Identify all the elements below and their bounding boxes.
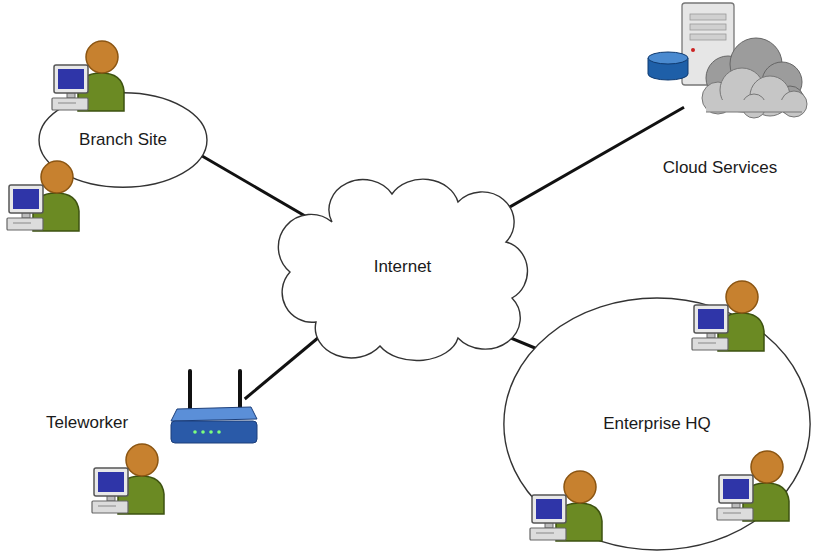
node-label: Internet <box>374 257 432 277</box>
person-icon <box>528 465 608 545</box>
network-link <box>496 107 684 215</box>
node-label: Cloud Services <box>663 158 777 178</box>
router-icon <box>165 365 265 450</box>
network-node: Enterprise HQ <box>502 296 812 552</box>
person-icon <box>715 445 795 525</box>
network-node: Branch Site <box>38 92 208 188</box>
person-icon <box>5 155 85 235</box>
network-node: Teleworker <box>40 365 265 535</box>
person-icon <box>690 275 770 355</box>
person-icon <box>50 35 130 115</box>
network-node: Cloud Services <box>630 0 810 185</box>
network-node: Internet <box>280 180 525 355</box>
node-label: Enterprise HQ <box>603 414 711 434</box>
cloud-server-icon <box>630 0 810 125</box>
person-icon <box>90 438 170 518</box>
node-label: Branch Site <box>79 130 167 150</box>
node-label: Teleworker <box>46 413 128 433</box>
network-link <box>196 152 309 218</box>
network-link <box>245 329 329 399</box>
